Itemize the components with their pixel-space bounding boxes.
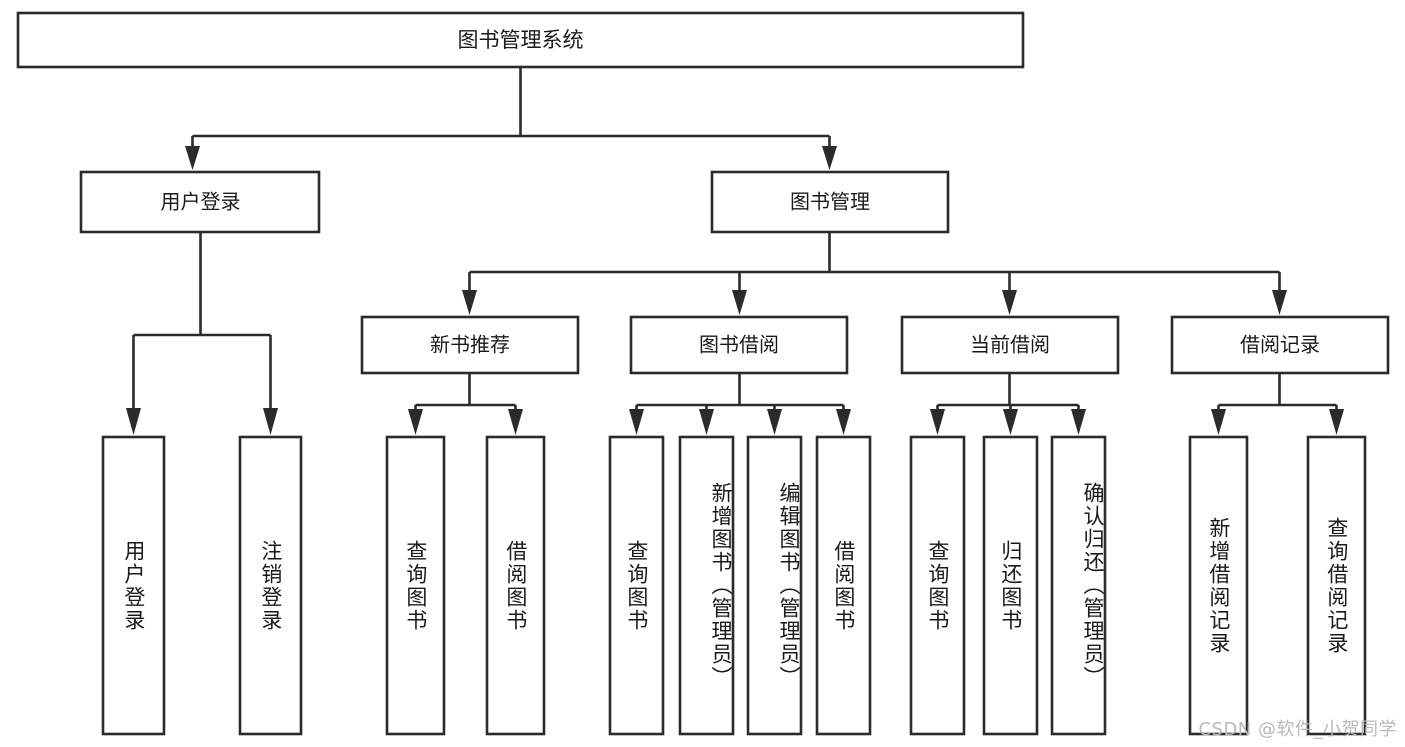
node-new-book-recommend-box[interactable] — [360, 315, 580, 375]
node-book-borrow-box[interactable] — [629, 315, 849, 375]
arrow-head-icon — [629, 409, 644, 435]
leaf-box-user-login[interactable] — [101, 435, 166, 736]
leaf-box-edit-book-admin[interactable] — [746, 435, 803, 736]
node-current-borrow-box[interactable] — [900, 315, 1120, 375]
node-user-login[interactable]: 用户登录 — [79, 170, 321, 234]
node-borrow-record-label: 借阅记录 — [1240, 333, 1320, 357]
node-root[interactable]: 图书管理系统 — [16, 11, 1025, 69]
arrow-head-icon — [1003, 409, 1018, 435]
leaf-box-confirm-return-admin[interactable] — [1050, 435, 1107, 736]
leaf-box-add-borrow-record[interactable] — [1188, 435, 1249, 736]
leaf-box-borrow-book[interactable] — [815, 435, 872, 736]
leaf-box-borrow-book-new[interactable] — [485, 435, 546, 736]
connector-layer — [126, 67, 1344, 435]
node-new-book-recommend[interactable]: 新书推荐 — [360, 315, 580, 375]
leaf-box-query-book-new[interactable] — [385, 435, 446, 736]
node-book-borrow[interactable]: 图书借阅 — [629, 315, 849, 375]
leaf-box-query-book-current[interactable] — [909, 435, 966, 736]
arrow-head-icon — [836, 409, 851, 435]
node-current-borrow-label: 当前借阅 — [970, 333, 1050, 357]
leaf-layer — [101, 435, 1367, 736]
arrow-head-icon — [408, 409, 423, 435]
node-book-management-box[interactable] — [710, 170, 950, 234]
arrow-head-icon — [732, 290, 747, 315]
leaf-box-logout[interactable] — [238, 435, 303, 736]
leaf-box-query-book-borrow[interactable] — [608, 435, 665, 736]
arrow-head-icon — [508, 409, 523, 435]
arrow-head-icon — [185, 146, 200, 170]
node-borrow-record-box[interactable] — [1170, 315, 1390, 375]
node-user-login-label: 用户登录 — [161, 190, 241, 214]
arrow-head-icon — [263, 408, 278, 435]
node-root-box[interactable] — [16, 11, 1025, 69]
csdn-watermark: CSDN @软件_小贺同学 — [1198, 719, 1397, 740]
arrow-head-icon — [767, 409, 782, 435]
arrow-head-icon — [1002, 290, 1017, 315]
arrow-head-icon — [126, 408, 141, 435]
node-new-book-recommend-label: 新书推荐 — [430, 333, 510, 357]
node-borrow-record[interactable]: 借阅记录 — [1170, 315, 1390, 375]
arrow-head-icon — [1329, 409, 1344, 435]
node-book-management-label: 图书管理 — [790, 190, 870, 214]
node-root-label: 图书管理系统 — [458, 28, 584, 52]
leaf-box-return-book[interactable] — [982, 435, 1039, 736]
arrow-head-icon — [699, 409, 714, 435]
leaf-box-query-borrow-record[interactable] — [1306, 435, 1367, 736]
node-current-borrow[interactable]: 当前借阅 — [900, 315, 1120, 375]
node-book-borrow-label: 图书借阅 — [699, 333, 779, 357]
arrow-head-icon — [1071, 409, 1086, 435]
arrow-head-icon — [930, 409, 945, 435]
arrow-head-icon — [1272, 290, 1287, 315]
arrow-head-icon — [1211, 409, 1226, 435]
leaf-box-add-book-admin[interactable] — [678, 435, 735, 736]
node-user-login-box[interactable] — [79, 170, 321, 234]
arrow-head-icon — [822, 146, 837, 170]
arrow-head-icon — [462, 290, 477, 315]
node-book-management[interactable]: 图书管理 — [710, 170, 950, 234]
